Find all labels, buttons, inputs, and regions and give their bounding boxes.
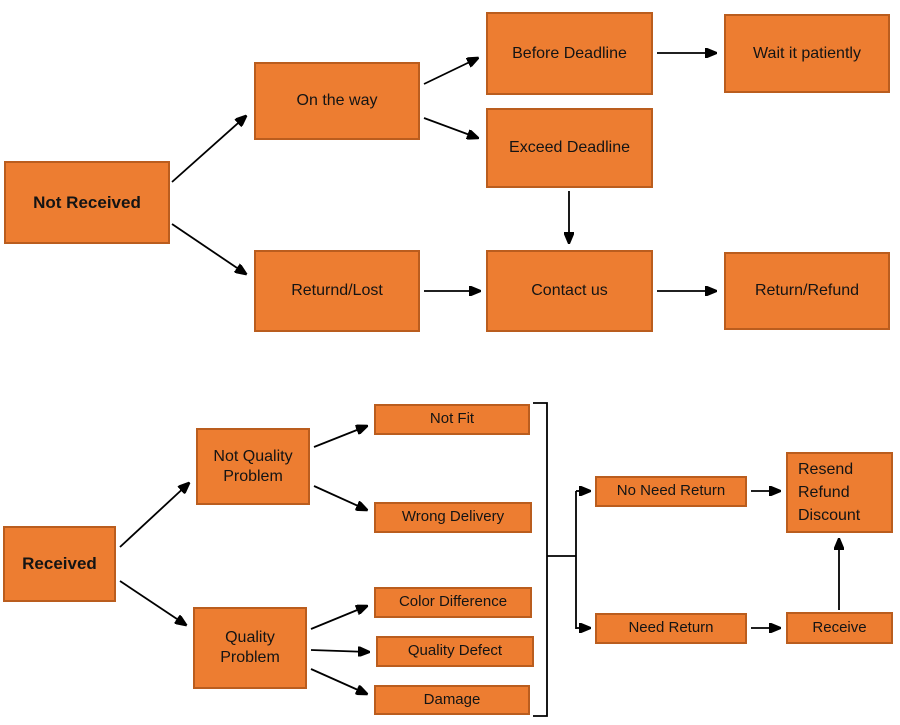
arrow-received-to-quality-problem [119, 580, 186, 625]
node-quality-defect: Quality Defect [376, 636, 534, 667]
node-quality-problem: Quality Problem [193, 607, 307, 689]
node-resend-refund-discount: Resend Refund Discount [786, 452, 893, 533]
node-return-refund: Return/Refund [724, 252, 890, 330]
node-color-difference: Color Difference [374, 587, 532, 618]
node-contact-us: Contact us [486, 250, 653, 332]
arrow-not-received-to-returnd-lost [171, 223, 246, 274]
arrow-not-quality-problem-to-wrong-delivery [313, 485, 367, 510]
arrow-quality-problem-to-damage [310, 668, 367, 694]
node-received: Received [3, 526, 116, 602]
node-no-need-return: No Need Return [595, 476, 747, 507]
node-wrong-delivery: Wrong Delivery [374, 502, 532, 533]
arrow-quality-problem-to-color-difference [310, 606, 367, 630]
node-on-the-way: On the way [254, 62, 420, 140]
arrow-not-quality-problem-to-not-fit [313, 426, 367, 448]
node-wait-it-patiently: Wait it patiently [724, 14, 890, 93]
node-not-fit: Not Fit [374, 404, 530, 435]
arrow-quality-problem-to-quality-defect [310, 650, 369, 652]
node-need-return: Need Return [595, 613, 747, 644]
arrow-received-to-not-quality-problem [119, 483, 189, 548]
arrow-not-received-to-on-the-way [171, 116, 246, 183]
gather-bracket [533, 402, 548, 717]
node-damage: Damage [374, 685, 530, 715]
node-exceed-deadline: Exceed Deadline [486, 108, 653, 188]
arrow-on-the-way-to-exceed-deadline [423, 117, 478, 138]
arrow-on-the-way-to-before-deadline [423, 58, 478, 85]
node-returnd-lost: Returnd/Lost [254, 250, 420, 332]
node-not-received: Not Received [4, 161, 170, 244]
node-before-deadline: Before Deadline [486, 12, 653, 95]
node-not-quality-problem: Not Quality Problem [196, 428, 310, 505]
node-receive: Receive [786, 612, 893, 644]
